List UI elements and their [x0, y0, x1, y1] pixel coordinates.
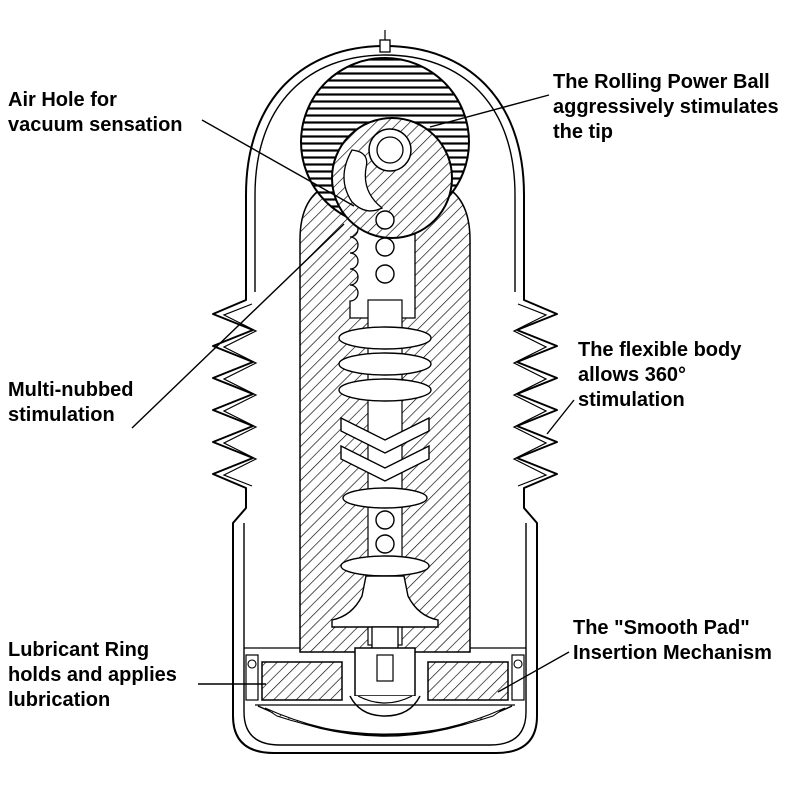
ball-gear-inner — [376, 136, 404, 164]
leader-line-multi-nubbed — [131, 223, 345, 429]
multi-nub-detail — [375, 210, 395, 284]
inner-wall-dome — [254, 54, 516, 292]
label-line: lubrication — [8, 688, 111, 711]
inner-wall-base — [243, 523, 527, 746]
leader-line-rolling-power-ball — [429, 94, 550, 128]
label-line: stimulation — [578, 388, 685, 411]
label-line: The "Smooth Pad" — [573, 617, 750, 639]
label-line: allows 360° — [578, 363, 687, 386]
leader-lines — [131, 94, 575, 693]
label-line: The Rolling Power Ball — [553, 71, 770, 93]
leader-line-flexible-body — [546, 399, 575, 435]
label-line: vacuum sensation — [8, 113, 183, 136]
label-line: The flexible body — [578, 339, 742, 361]
smooth-pad-mechanism — [349, 647, 421, 717]
label-line: stimulation — [8, 403, 115, 426]
ball-cutout — [343, 149, 384, 212]
leader-line-smooth-pad — [497, 651, 570, 693]
label-smooth-pad: The "Smooth Pad" Insertion Mechanism — [573, 616, 772, 666]
bellows-right-inner — [512, 303, 548, 487]
leader-line-air-hole — [201, 119, 355, 207]
label-line: the tip — [553, 120, 613, 143]
label-line: holds and applies — [8, 663, 177, 686]
label-air-hole: Air Hole for vacuum sensation — [8, 88, 183, 138]
lubricant-ring — [245, 654, 525, 706]
bellows-left-inner — [222, 303, 258, 487]
base-pad — [257, 705, 513, 737]
rolling-power-ball — [300, 57, 470, 239]
label-flexible-body: The flexible body allows 360° stimulatio… — [578, 338, 741, 412]
label-line: Insertion Mechanism — [573, 641, 772, 664]
label-line: aggressively stimulates — [553, 95, 779, 118]
label-rolling-power-ball: The Rolling Power Ball aggressively stim… — [553, 70, 779, 144]
label-line: Air Hole for — [8, 89, 117, 111]
bell-flare — [331, 575, 439, 628]
label-line: Multi-nubbed — [8, 379, 134, 401]
air-hole — [379, 30, 391, 53]
label-multi-nubbed: Multi-nubbed stimulation — [8, 378, 134, 428]
label-line: Lubricant Ring — [8, 639, 150, 661]
label-lubricant-ring: Lubricant Ring holds and applies lubrica… — [8, 638, 177, 712]
